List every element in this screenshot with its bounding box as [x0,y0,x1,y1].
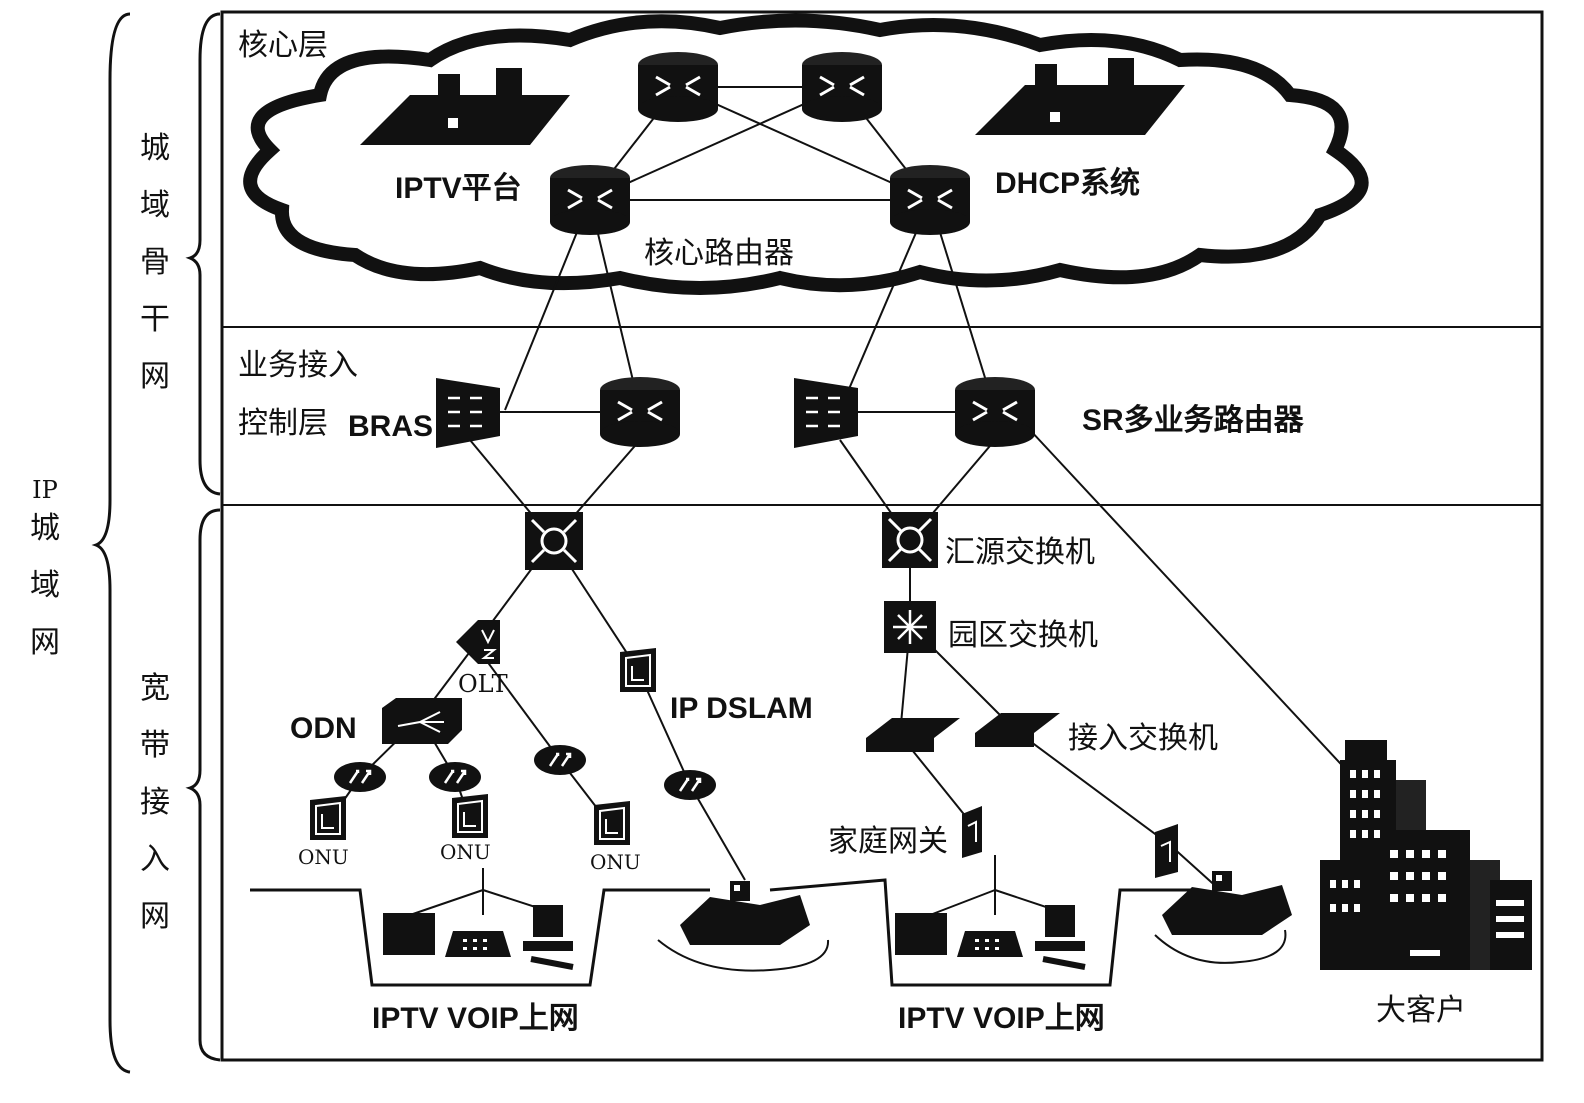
sr-router-icon [953,375,1037,449]
access-switch-icon [975,713,1060,747]
aggregation-switch-icon [525,512,583,570]
side-char: 域 [30,568,60,603]
iptv-platform-label: IPTV平台 [395,172,522,205]
bras-label: BRAS [348,410,434,443]
ip-dslam-label: IP DSLAM [670,692,813,725]
sr-router-label: SR多业务路由器 [1082,404,1304,437]
side-char: 干 [140,302,170,337]
odn-label: ODN [290,712,357,745]
splitter-icon [532,743,588,777]
bras-icon [794,378,858,448]
user-equipment-icon [895,905,1085,967]
onu-icon [451,793,489,839]
side-char: 城 [140,131,170,166]
side-char: 网 [140,359,170,394]
bras-icon [436,378,500,448]
odn-icon [382,698,462,744]
user-equipment-icon [383,905,573,967]
olt-label: OLT [458,670,508,698]
aggregation-switch-icon [882,512,938,568]
onu-icon [309,795,347,841]
access-switch-label: 接入交换机 [1068,721,1218,756]
building-icon [1320,740,1532,970]
core-router-icon [800,50,884,124]
service-label-left: IPTV VOIP上网 [372,1002,579,1035]
side-char: 入 [140,842,170,877]
access-switch-icon [866,718,960,752]
service-label-right: IPTV VOIP上网 [898,1002,1105,1035]
side-char: 网 [140,899,170,934]
side-char: 城 [30,511,60,546]
core-router-icon [636,50,720,124]
splitter-icon [662,768,718,802]
core-router-label: 核心路由器 [644,236,794,271]
home-gateway-icon [1155,824,1178,878]
side-char: 网 [30,625,60,660]
big-customer-label: 大客户 [1376,993,1466,1028]
aggregation-switch-label: 汇源交换机 [945,535,1095,570]
side-char: 带 [140,728,170,763]
dhcp-system-icon [975,58,1185,135]
core-router-icon [888,163,972,237]
iptv-platform-icon [360,68,570,145]
campus-switch-icon [884,601,936,653]
onu-label: ONU [440,840,491,864]
side-char: 域 [140,188,170,223]
side-char: 宽 [140,671,170,706]
home-gateway-icon [962,806,982,858]
splitter-icon [332,760,388,794]
onu-label: ONU [590,850,641,874]
campus-switch-label: 园区交换机 [948,618,1098,653]
splitter-icon [427,760,483,794]
router-icon [598,375,682,449]
olt-icon [456,620,500,664]
side-char: 接 [140,785,170,820]
home-equipment-icon [1162,871,1292,935]
side-char: 骨 [140,245,170,280]
dhcp-system-label: DHCP系统 [995,167,1141,200]
core-layer-label: 核心层 [238,28,328,63]
onu-icon [593,800,631,846]
core-router-icon [548,163,632,237]
ip-dslam-icon [619,647,657,693]
home-gateway-label: 家庭网关 [828,824,948,859]
control-layer-label-line1: 业务接入 [238,348,358,383]
onu-label: ONU [298,845,349,869]
control-layer-label-line2: 控制层 [238,406,328,441]
side-char: IP [32,476,58,504]
